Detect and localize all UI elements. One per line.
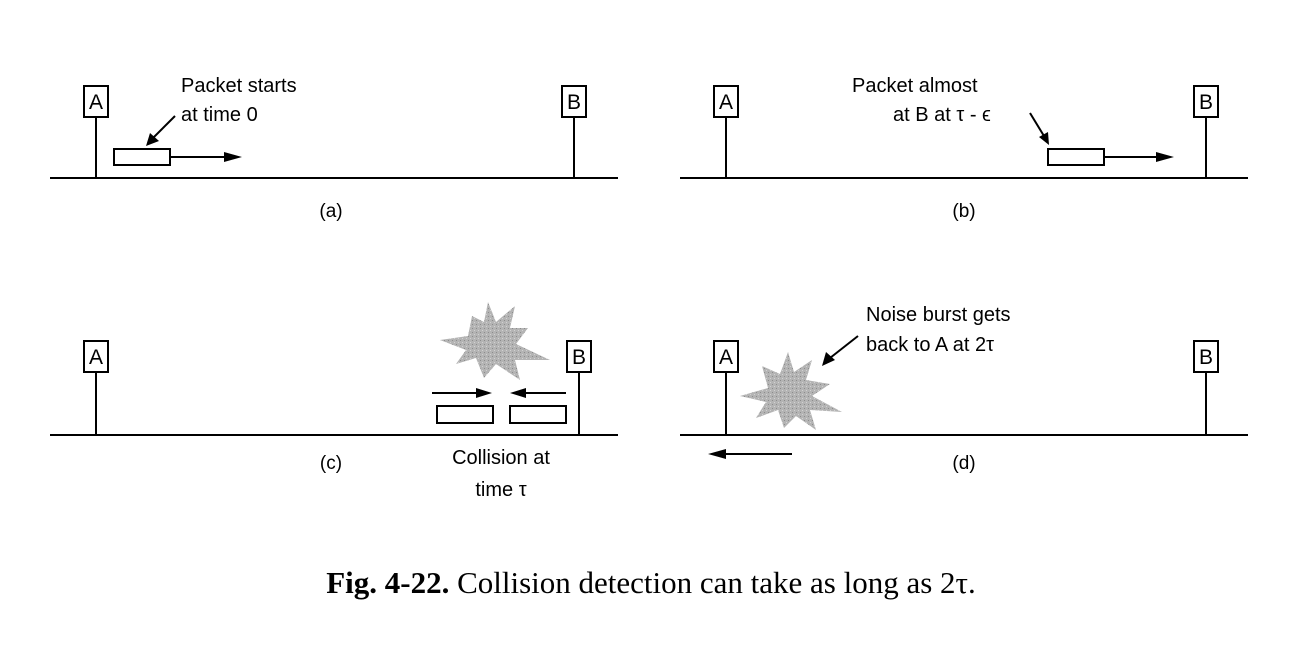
panel-b: A B Packet almost at B at τ - ϵ (b) (680, 75, 1248, 222)
pointer-head (1039, 132, 1049, 145)
station-b-label: B (572, 346, 586, 369)
arrow-head (476, 388, 492, 398)
panel-d: A B Noise burst gets back to A at 2τ (d) (680, 304, 1248, 474)
station-a-label: A (89, 346, 103, 369)
panel-a: A B Packet starts at time 0 (a) (50, 75, 618, 222)
station-a-label: A (89, 91, 103, 114)
figure-caption-text: Collision detection can take as long as … (457, 565, 976, 600)
packet-box (1047, 148, 1105, 166)
station-a-box (713, 85, 739, 118)
annotation-pointer (152, 115, 176, 139)
station-b-label: B (1199, 346, 1213, 369)
station-b-box (561, 85, 587, 118)
annotation-pointer (829, 335, 859, 359)
figure-caption: Fig. 4-22. Collision detection can take … (0, 565, 1302, 601)
packet-a-box (436, 405, 494, 424)
station-b-label: B (567, 91, 581, 114)
annotation-pointer (1029, 112, 1045, 137)
annotation-line-1: Packet almost (852, 75, 978, 97)
station-b-box (1193, 340, 1219, 373)
panel-c: A B (c) Collision at time τ (50, 302, 618, 501)
station-a-box (713, 340, 739, 373)
annotation-line-2: time τ (475, 479, 526, 501)
station-a-label: A (719, 346, 733, 369)
panel-label: (b) (952, 201, 975, 222)
packet-box (113, 148, 171, 166)
panel-label: (d) (952, 453, 975, 474)
annotation-line-2: at time 0 (181, 104, 258, 126)
arrow-head (224, 152, 242, 162)
station-b-label: B (1199, 91, 1213, 114)
arrow-head (708, 449, 726, 459)
station-b-box (566, 340, 592, 373)
panel-label: (a) (319, 201, 342, 222)
station-a-box (83, 340, 109, 373)
arrow-head (510, 388, 526, 398)
arrow-head (1156, 152, 1174, 162)
annotation-line-1: Noise burst gets (866, 304, 1011, 326)
annotation-line-2: back to A at 2τ (866, 334, 994, 356)
annotation-line-2: at B at τ - ϵ (893, 104, 991, 126)
station-a-label: A (719, 91, 733, 114)
station-b-box (1193, 85, 1219, 118)
figure-number: Fig. 4-22. (326, 565, 450, 600)
pointer-head (822, 352, 835, 366)
annotation-line-1: Packet starts (181, 75, 297, 97)
panel-label: (c) (320, 453, 342, 474)
packet-b-box (509, 405, 567, 424)
station-a-box (83, 85, 109, 118)
annotation-line-1: Collision at (452, 447, 550, 469)
pointer-head (146, 133, 159, 146)
noise-burst-icon (440, 302, 550, 380)
noise-burst-icon (740, 352, 842, 430)
